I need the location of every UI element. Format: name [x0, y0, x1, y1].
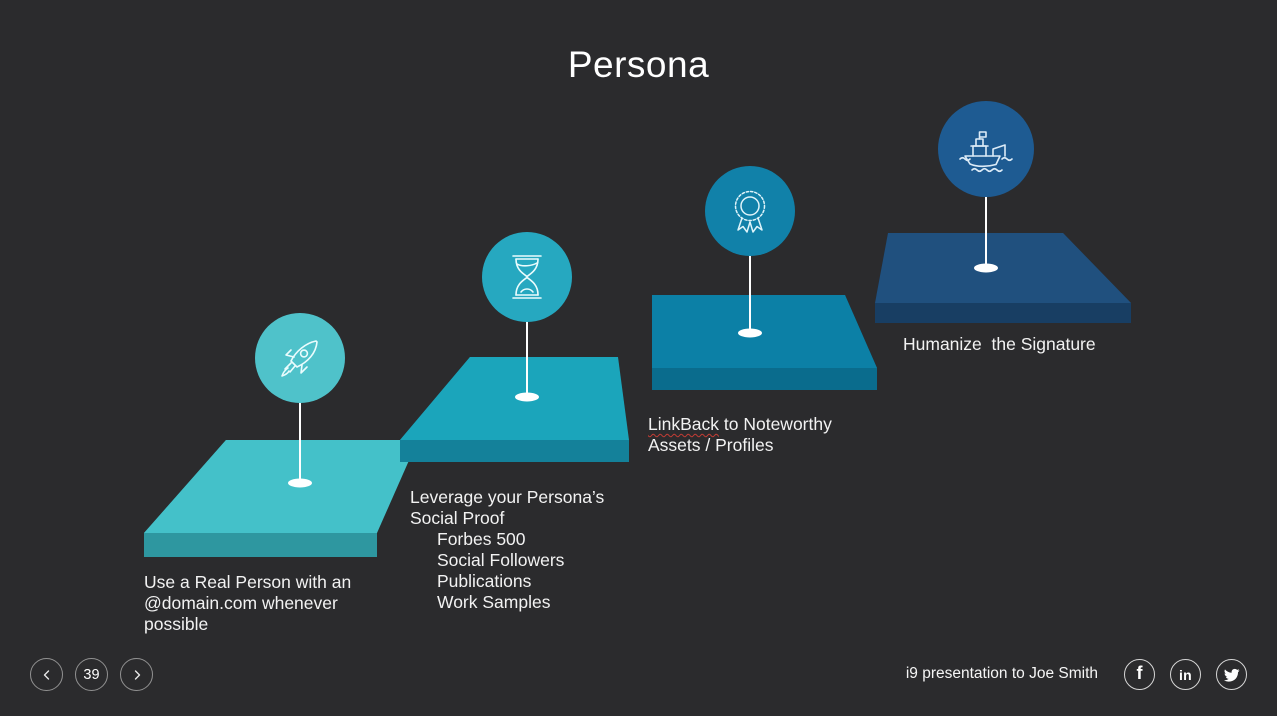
- caption-line: Social Proof: [410, 508, 505, 528]
- caption-sub-item: Publications: [437, 571, 532, 591]
- award-ribbon-icon: [705, 166, 795, 256]
- step-caption-3: LinkBack to Noteworthy Assets / Profiles: [648, 414, 832, 456]
- connector-anchors: [288, 263, 998, 488]
- step-platform-2: [400, 357, 629, 462]
- step-platform-4: [875, 233, 1131, 323]
- hourglass-icon: [482, 232, 572, 322]
- caption-line: Use a Real Person with an: [144, 572, 352, 592]
- footer-caption: i9 presentation to Joe Smith: [905, 665, 1098, 682]
- connector-lines: [299, 195, 987, 483]
- step-platform-1: [144, 440, 418, 557]
- chevron-right-icon: [134, 669, 140, 680]
- caption-line: LinkBack to Noteworthy: [648, 414, 832, 435]
- facebook-icon: f: [1136, 663, 1143, 683]
- caption-line: @domain.com whenever: [144, 593, 338, 613]
- twitter-icon: [1223, 668, 1239, 682]
- linkedin-icon: in: [1178, 666, 1193, 683]
- misspelled-word: LinkBack: [648, 414, 720, 434]
- ship-icon: [938, 101, 1034, 197]
- next-slide-button[interactable]: [120, 658, 153, 691]
- prev-slide-button[interactable]: [30, 658, 63, 691]
- rocket-icon: [255, 313, 345, 403]
- step-platform-3: [652, 295, 877, 390]
- caption-line: Leverage your Persona’s: [410, 487, 605, 507]
- step-caption-4: Humanize the Signature: [903, 334, 1096, 354]
- caption-line: Assets / Profiles: [648, 435, 774, 455]
- step-caption-1: Use a Real Person with an @domain.com wh…: [144, 572, 351, 635]
- page-indicator: 39: [75, 658, 108, 691]
- linkedin-button[interactable]: in: [1170, 659, 1201, 690]
- caption-sub-item: Work Samples: [437, 592, 551, 612]
- caption-line: possible: [144, 614, 209, 634]
- chevron-left-icon: [43, 669, 49, 680]
- step-caption-2: Leverage your Persona’s Social Proof For…: [410, 487, 604, 613]
- caption-sub-item: Social Followers: [437, 550, 565, 570]
- facebook-button[interactable]: f: [1124, 659, 1155, 690]
- caption-sub-item: Forbes 500: [437, 529, 526, 549]
- caption-line-rest: to Noteworthy: [719, 414, 832, 434]
- page-number: 39: [83, 666, 100, 683]
- twitter-button[interactable]: [1216, 659, 1247, 690]
- slide-title: Persona: [567, 44, 710, 85]
